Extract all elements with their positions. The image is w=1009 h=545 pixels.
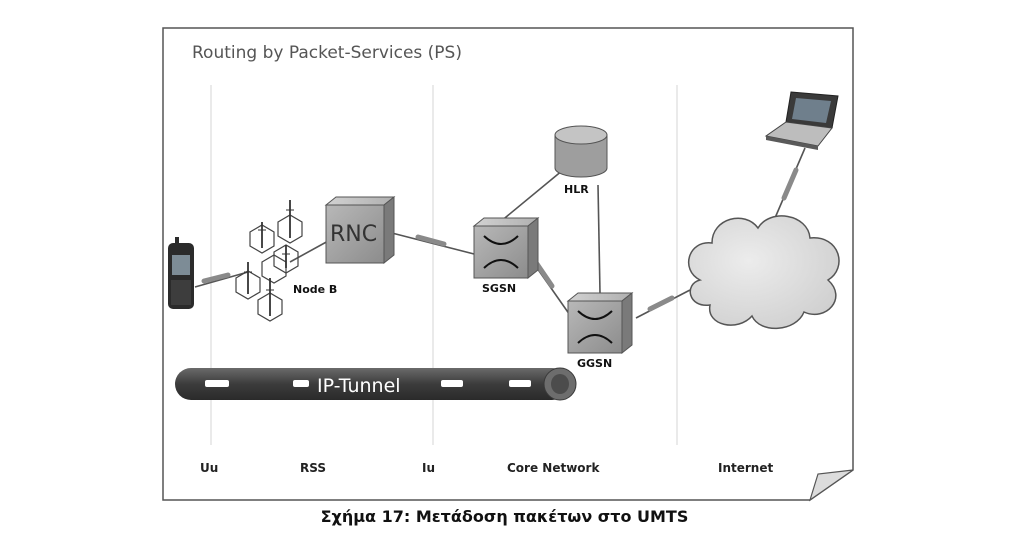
zone-label-uu: Uu	[200, 461, 218, 475]
router-icon	[577, 310, 613, 344]
link-hlr-ggsn	[597, 184, 601, 294]
sgsn-node	[472, 216, 540, 280]
ip-tunnel-label: IP-Tunnel	[317, 375, 401, 397]
rnc-node: RNC	[324, 195, 396, 265]
diagram-title: Routing by Packet-Services (PS)	[192, 43, 462, 63]
link-sgsn-hlr	[499, 169, 564, 223]
laptop-icon	[764, 91, 839, 150]
mobile-phone-icon	[168, 237, 194, 309]
zone-label-core-network: Core Network	[507, 461, 600, 475]
packet-markers	[201, 167, 799, 312]
link-phone-nodeb	[194, 271, 249, 288]
zone-label-internet: Internet	[718, 461, 773, 475]
internet-cloud-icon	[688, 215, 840, 330]
sgsn-label: SGSN	[482, 282, 516, 295]
rnc-label: RNC	[330, 222, 377, 247]
zone-label-iu: Iu	[422, 461, 435, 475]
hlr-database-icon	[554, 125, 608, 178]
zone-labels: Uu RSS Iu Core Network Internet	[200, 461, 773, 475]
zone-label-rss: RSS	[300, 461, 326, 475]
node-b-antennas-icon	[235, 200, 303, 322]
figure-caption: Σχήμα 17: Μετάδοση πακέτων στο UMTS	[320, 507, 689, 526]
ggsn-node	[566, 291, 634, 355]
ggsn-label: GGSN	[577, 357, 612, 370]
link-nodeb-rnc	[289, 239, 331, 263]
node-b-label: Node B	[293, 283, 337, 296]
router-icon	[483, 235, 519, 269]
ip-tunnel: IP-Tunnel	[175, 367, 577, 401]
hlr-label: HLR	[564, 183, 589, 196]
